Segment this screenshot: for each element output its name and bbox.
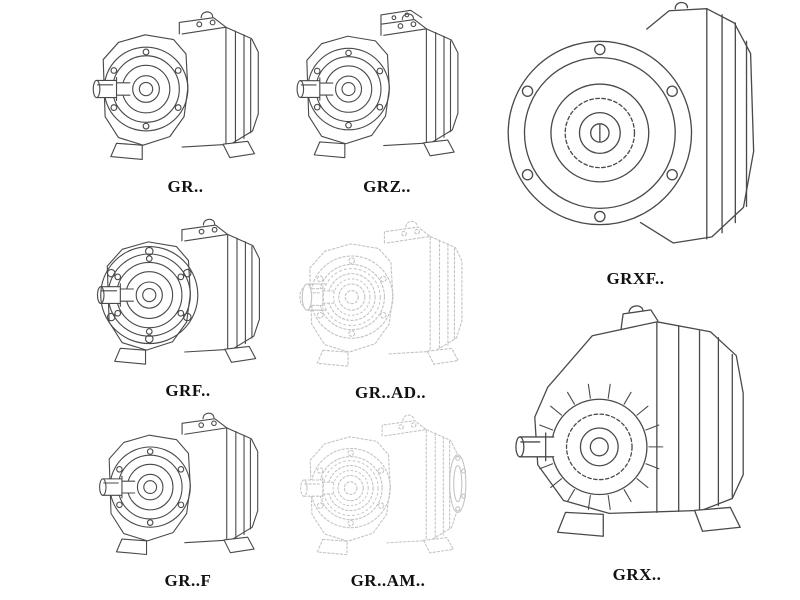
gearbox-flange-front bbox=[507, 1, 755, 244]
figure-grx-gearbox: GRX.. bbox=[498, 298, 776, 588]
figure-label-grx: GRX.. bbox=[612, 565, 662, 584]
gearbox-body bbox=[92, 11, 259, 161]
figure-grxf-gearbox: GRXF.. bbox=[498, 0, 773, 292]
figure-gr-gearbox: GR.. bbox=[88, 4, 283, 200]
figure-grz-gearbox: GRZ.. bbox=[292, 4, 482, 200]
grf-gearbox-drawing bbox=[96, 218, 260, 365]
gr-gearbox-drawing bbox=[92, 11, 259, 161]
gr-am-gearbox-drawing bbox=[300, 414, 467, 556]
figure-label-gr-am: GR..AM.. bbox=[350, 571, 426, 590]
gearbox-body-phantom bbox=[300, 414, 458, 556]
gearbox-body bbox=[99, 412, 259, 556]
figure-label-gr-f: GR..F bbox=[164, 571, 212, 590]
motor-mount-flange bbox=[449, 454, 467, 513]
figure-grf-gearbox: GRF.. bbox=[88, 212, 288, 404]
figure-label-gr-ad: GR..AD.. bbox=[354, 383, 427, 402]
gearbox-body-finned bbox=[515, 305, 744, 537]
gearbox-body bbox=[296, 13, 459, 159]
gearbox-body bbox=[96, 218, 260, 365]
grxf-gearbox-drawing bbox=[507, 1, 755, 244]
gearbox-body-phantom bbox=[299, 220, 463, 367]
figure-gr-am-gearbox: GR..AM.. bbox=[288, 408, 488, 594]
grz-gearbox-drawing bbox=[296, 9, 459, 159]
gr-ad-gearbox-drawing bbox=[299, 220, 463, 367]
grx-gearbox-drawing bbox=[515, 305, 744, 537]
figure-label-grxf: GRXF.. bbox=[606, 269, 665, 288]
figure-label-grz: GRZ.. bbox=[363, 177, 411, 196]
gearbox-top-box bbox=[380, 9, 423, 25]
figure-gr-f-gearbox: GR..F bbox=[88, 406, 288, 594]
gr-f-gearbox-drawing bbox=[99, 412, 259, 556]
figure-gr-ad-gearbox: GR..AD.. bbox=[288, 214, 493, 406]
figure-label-gr: GR.. bbox=[167, 177, 204, 196]
figure-label-grf: GRF.. bbox=[165, 381, 211, 400]
